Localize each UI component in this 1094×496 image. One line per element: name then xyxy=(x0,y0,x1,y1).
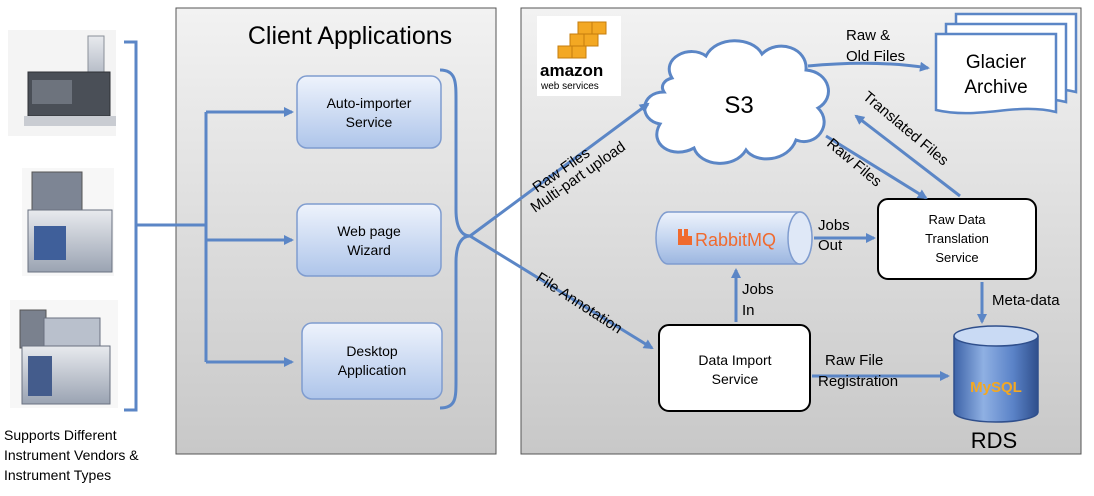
translation-line-1: Raw Data xyxy=(928,212,986,227)
desktop-application: Desktop Application xyxy=(301,322,443,400)
label-jobs-out-1: Jobs xyxy=(818,217,850,234)
glacier-line-2: Archive xyxy=(964,77,1027,98)
mysql-logo-text: MySQL xyxy=(970,379,1022,396)
rds-label: RDS xyxy=(971,428,1017,453)
desktop-app-line-2: Application xyxy=(338,362,407,378)
rabbitmq-queue: RabbitMQ xyxy=(655,211,813,265)
import-line-1: Data Import xyxy=(698,352,771,368)
label-raw-old-files-1: Raw & xyxy=(846,27,890,44)
s3-label: S3 xyxy=(724,92,753,119)
s3-cloud: S3 xyxy=(643,39,830,165)
instrument-caption-line: Supports Different xyxy=(4,427,117,443)
label-jobs-in-1: Jobs xyxy=(742,281,774,298)
arrow-raw-old-files xyxy=(807,61,930,72)
rds-mysql-database: MySQL RDS xyxy=(953,325,1039,453)
arrow-raw-files-upload xyxy=(469,102,650,238)
label-raw-file-registration-1: Raw File xyxy=(825,352,883,369)
amazon-logo-text: amazon xyxy=(540,61,603,80)
instrument-bracket xyxy=(124,40,138,412)
import-line-2: Service xyxy=(712,371,759,387)
client-applications-title: Client Applications xyxy=(248,22,452,50)
web-wizard-line-1: Web page xyxy=(337,223,401,239)
auto-importer-line-1: Auto-importer xyxy=(327,95,412,111)
label-raw-file-registration-2: Registration xyxy=(818,373,898,390)
glacier-line-1: Glacier xyxy=(966,52,1027,73)
flow-arrows xyxy=(469,61,987,381)
arrow-translated-files-to-s3 xyxy=(854,114,961,198)
rabbitmq-icon xyxy=(678,229,692,245)
amazon-web-services-logo: amazon web services xyxy=(537,16,621,96)
data-import-service: Data Import Service xyxy=(658,324,811,412)
desktop-app-line-1: Desktop xyxy=(346,343,398,359)
label-jobs-out-2: Out xyxy=(818,237,843,254)
instrument-caption-line: Instrument Types xyxy=(4,467,111,483)
label-jobs-in-2: In xyxy=(742,302,755,319)
instrument-2 xyxy=(22,168,114,276)
instrument-1 xyxy=(8,30,116,136)
instrument-3 xyxy=(10,300,118,408)
web-page-wizard: Web page Wizard xyxy=(296,203,442,277)
translation-line-3: Service xyxy=(935,250,978,265)
instrument-caption-line: Instrument Vendors & xyxy=(4,447,139,463)
rabbitmq-label: RabbitMQ xyxy=(695,230,776,250)
arrow-file-annotation xyxy=(469,234,654,350)
translation-line-2: Translation xyxy=(925,231,989,246)
auto-importer-line-2: Service xyxy=(346,114,393,130)
web-services-logo-text: web services xyxy=(540,81,599,92)
label-meta-data: Meta-data xyxy=(992,292,1060,309)
arrow-raw-files-to-translation xyxy=(825,134,928,200)
web-wizard-line-2: Wizard xyxy=(347,242,391,258)
raw-data-translation-service: Raw Data Translation Service xyxy=(877,198,1037,280)
label-raw-old-files-2: Old Files xyxy=(846,48,905,65)
auto-importer-service: Auto-importer Service xyxy=(296,75,442,149)
instrument-to-client-arrows xyxy=(136,107,294,367)
glacier-archive: Glacier Archive xyxy=(934,12,1078,115)
